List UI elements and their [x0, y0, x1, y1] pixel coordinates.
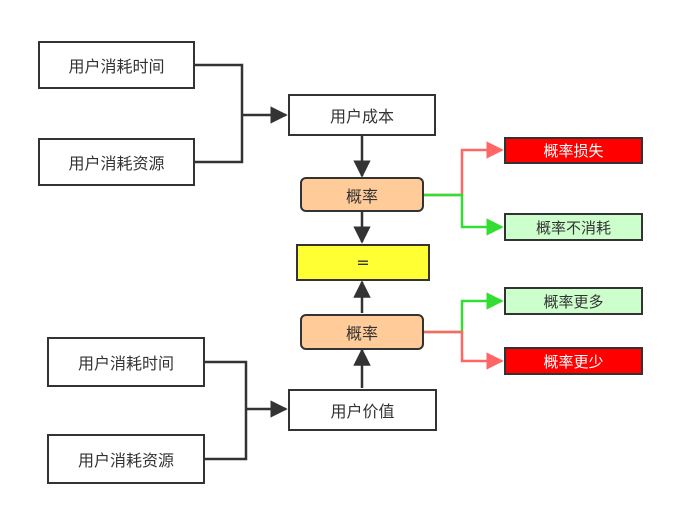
node-bottom-user-time: 用户消耗时间 [47, 337, 205, 387]
edge-top-resource-to-cost [195, 115, 244, 164]
node-user-cost: 用户成本 [288, 94, 436, 136]
edge-bottom-resource-to-value [205, 409, 248, 461]
node-probability-top: 概率 [300, 177, 424, 212]
edge-bottom-time-to-value [205, 360, 248, 409]
node-equals: = [296, 244, 430, 281]
edge-top-time-to-cost [195, 63, 244, 115]
node-top-user-resource: 用户消耗资源 [38, 138, 195, 186]
node-probability-loss: 概率损失 [504, 137, 643, 164]
node-probability-no-consume: 概率不消耗 [504, 213, 643, 241]
edge-prob-bottom-to-more [424, 292, 504, 334]
edge-prob-top-to-loss [424, 141, 504, 197]
node-probability-less: 概率更少 [504, 347, 643, 375]
edge-prob-bottom-to-less [424, 330, 504, 370]
edge-prob-top-to-no-consume [424, 193, 504, 236]
node-top-user-time: 用户消耗时间 [38, 41, 195, 89]
node-probability-more: 概率更多 [504, 287, 643, 315]
node-user-value: 用户价值 [288, 389, 437, 431]
node-probability-bottom: 概率 [300, 314, 424, 350]
node-bottom-user-resource: 用户消耗资源 [47, 434, 205, 484]
